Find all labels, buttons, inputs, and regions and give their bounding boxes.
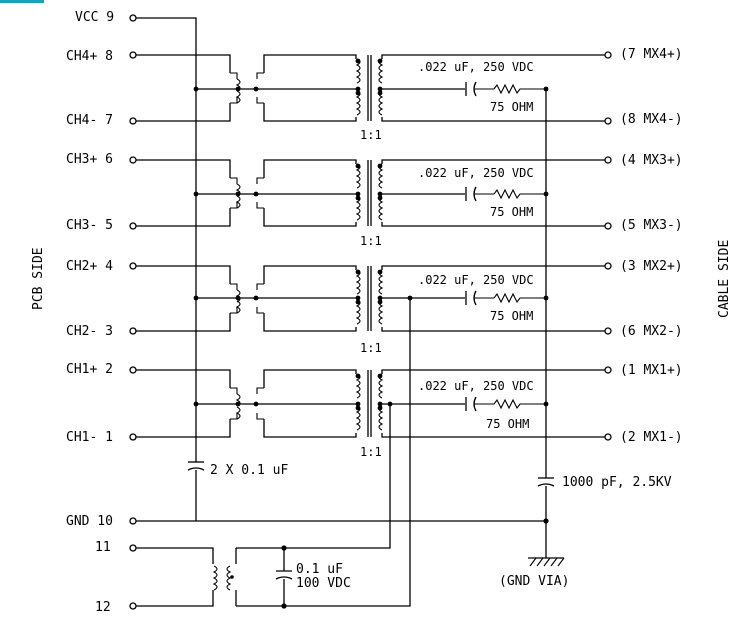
resistor-ch3: 75 OHM [490,205,533,219]
pin-ch4m-label: CH4- 7 [66,113,113,128]
bypass-capacitor-symbol [187,461,205,471]
pin-ch3p-label: CH3+ 6 [66,152,113,167]
pin-vcc-label: VCC 9 [75,10,114,25]
ground-via-symbol [528,557,565,567]
pin-ch3m-label: CH3- 5 [66,218,113,233]
pin-mx4m-label: (8 MX4-) [620,112,683,127]
channel-4-circuit [129,51,612,125]
ratio-ch4: 1:1 [360,128,382,142]
ratio-ch3: 1:1 [360,234,382,248]
pin-mx1m-label: (2 MX1-) [620,430,683,445]
pcb-side-label: PCB SIDE [31,247,46,310]
vcc-net [129,14,197,462]
channel-3-circuit [129,156,612,230]
cap-rating-ch3: .022 uF, 250 VDC [418,166,534,180]
gnd-via-label: (GND VIA) [499,574,569,589]
cap-bus [537,89,555,558]
pin-mx2p-label: (3 MX2+) [620,259,683,274]
pin-mx3p-label: (4 MX3+) [620,153,683,168]
hv-cap-label: 1000 pF, 2.5KV [562,475,672,490]
iso-cap-value: 0.1 uF [296,562,343,577]
pin-ch2m-label: CH2- 3 [66,324,113,339]
pin-11-label: 11 [95,540,111,555]
pin-ch4p-label: CH4+ 8 [66,49,113,64]
pin-gnd-label: GND 10 [66,514,113,529]
bypass-caps-label: 2 X 0.1 uF [210,463,288,478]
ratio-ch1: 1:1 [360,445,382,459]
pin-mx1p-label: (1 MX1+) [620,363,683,378]
pin-ch1p-label: CH1+ 2 [66,362,113,377]
resistor-ch4: 75 OHM [490,100,533,114]
pin-mx2m-label: (6 MX2-) [620,324,683,339]
ratio-ch2: 1:1 [360,341,382,355]
gnd-net [129,470,546,525]
cap-rating-ch1: .022 uF, 250 VDC [418,379,534,393]
pin-ch2p-label: CH2+ 4 [66,259,113,274]
pin-mx3m-label: (5 MX3-) [620,218,683,233]
cable-side-label: CABLE SIDE [717,240,732,318]
pin-12-label: 12 [95,600,111,615]
cap-rating-ch4: .022 uF, 250 VDC [418,60,534,74]
resistor-ch1: 75 OHM [486,417,529,431]
iso-cap-voltage: 100 VDC [296,576,351,591]
channel-2-circuit [129,262,612,335]
pin-mx4p-label: (7 MX4+) [620,47,683,62]
resistor-ch2: 75 OHM [490,309,533,323]
pin-11-12-circuit [129,298,411,610]
corner-accent [0,0,44,3]
channel-1-circuit [129,366,612,441]
pin-ch1m-label: CH1- 1 [66,430,113,445]
cap-rating-ch2: .022 uF, 250 VDC [418,273,534,287]
